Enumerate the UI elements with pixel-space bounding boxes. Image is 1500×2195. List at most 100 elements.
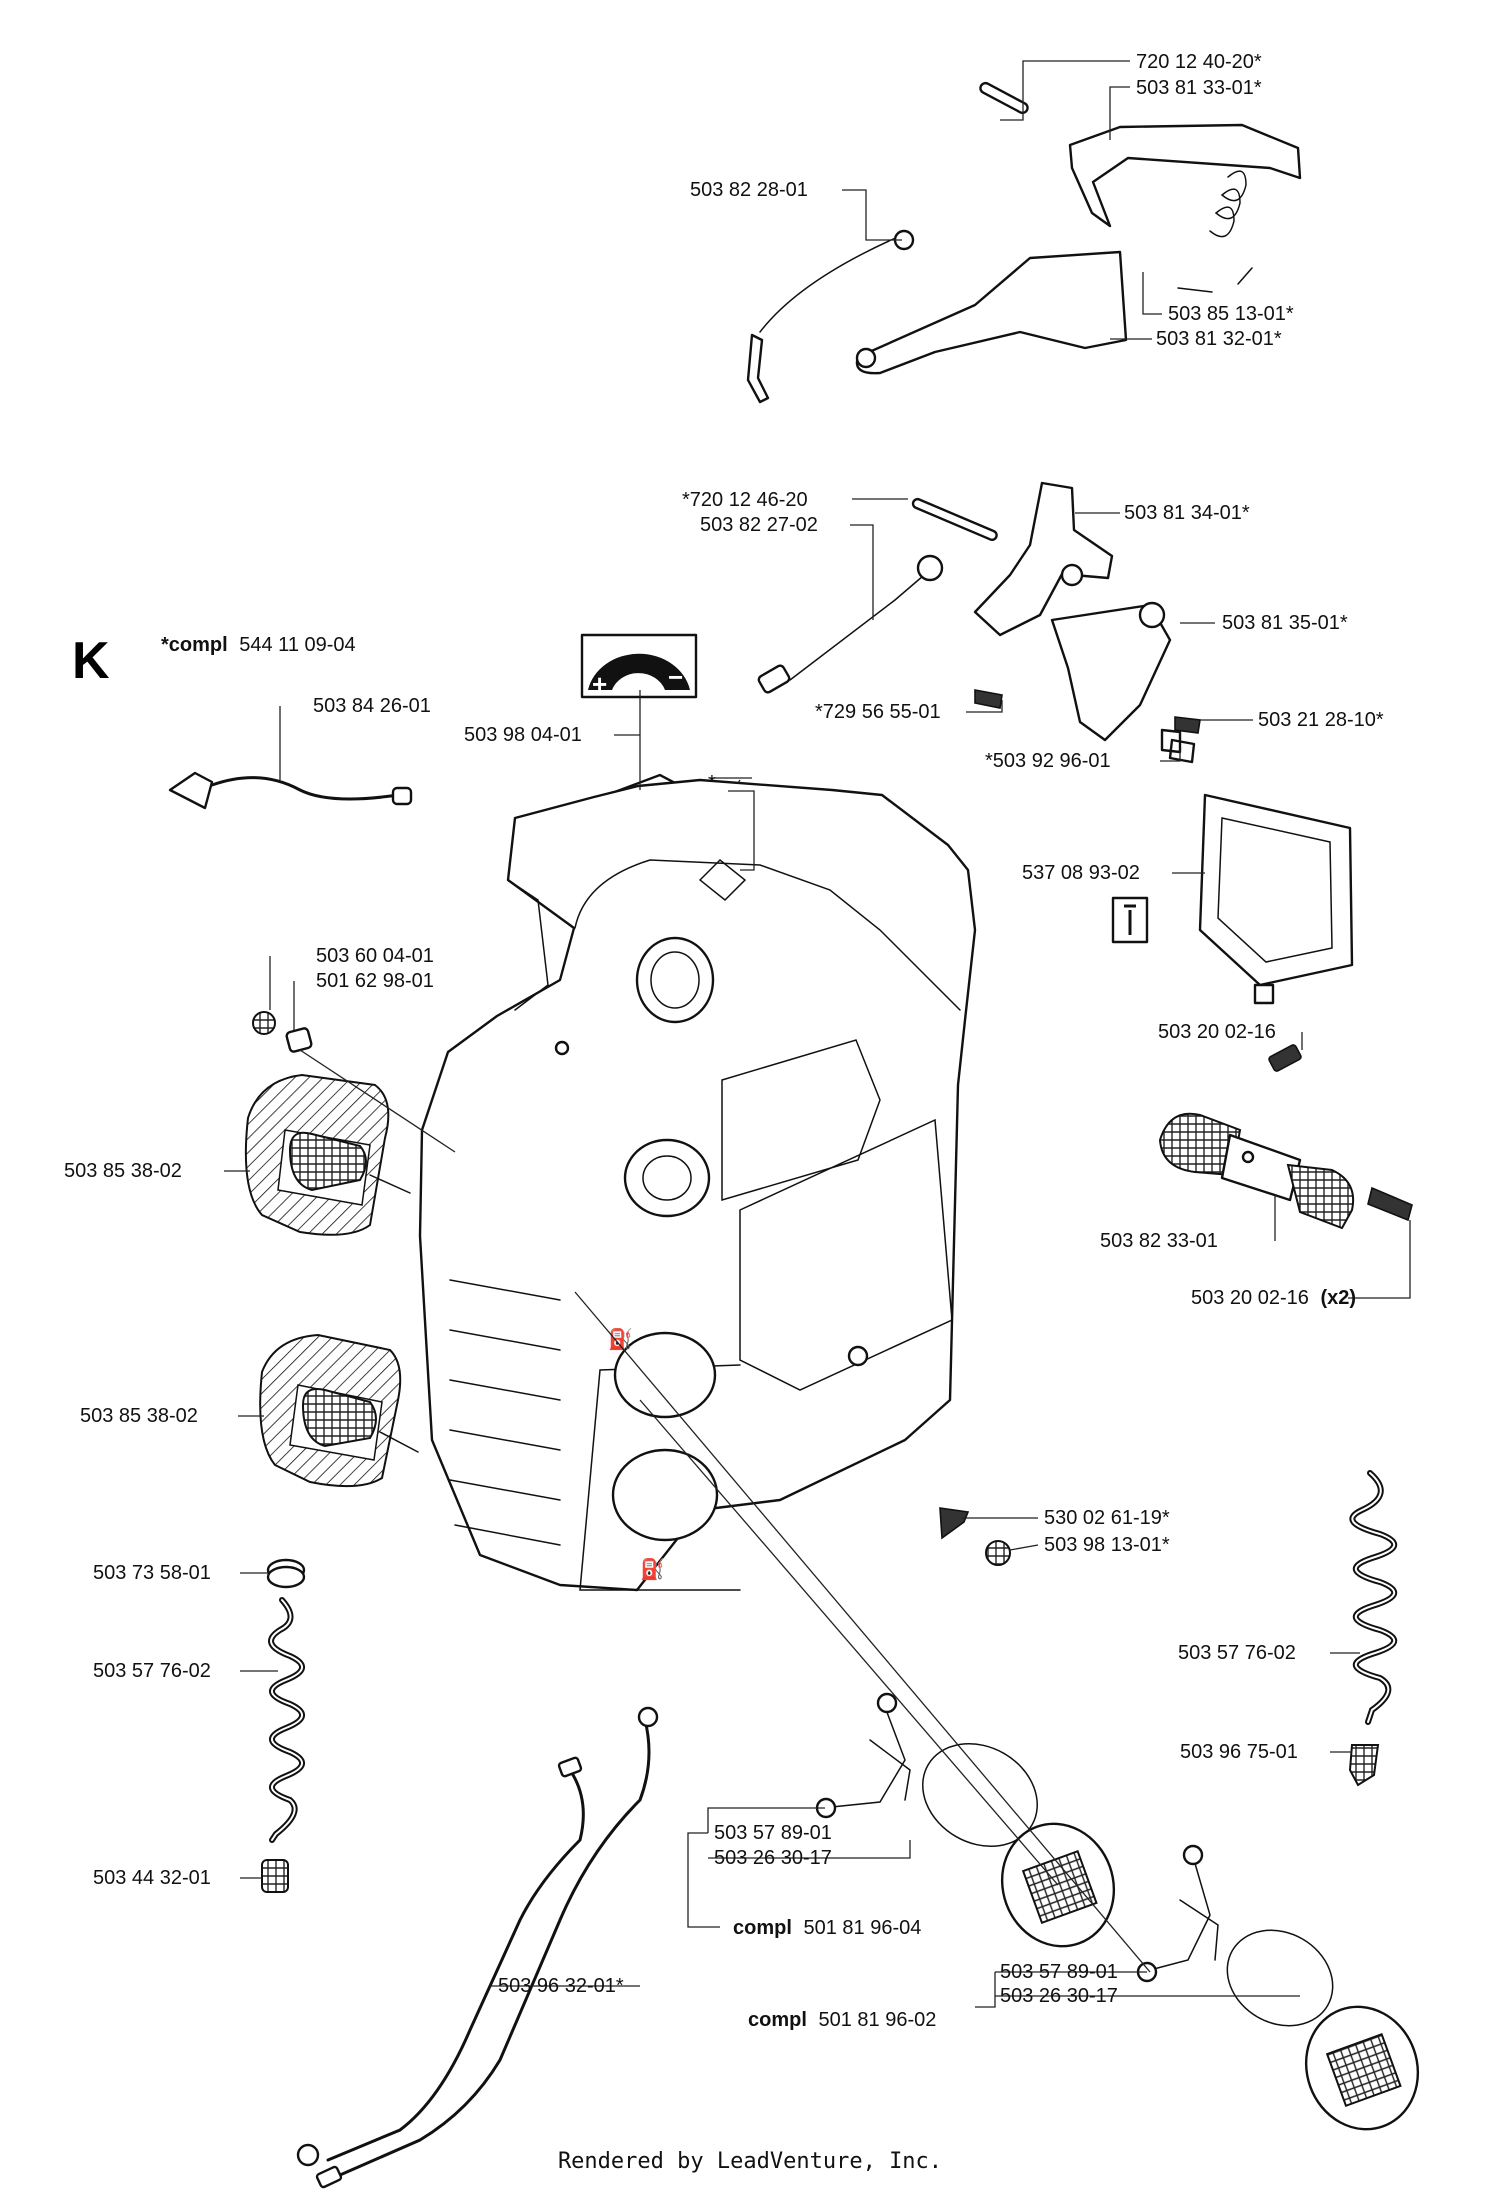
part-label: *729 56 55-01	[815, 701, 941, 723]
leader-line	[1142, 272, 1162, 315]
cable-terminal-part	[168, 771, 214, 810]
tank-screw-part	[939, 1507, 970, 1540]
housing-fins	[449, 1279, 561, 1546]
intake-flange-part	[623, 1138, 711, 1218]
throttle-trigger-part	[855, 250, 1128, 375]
av-damper-right-group	[1158, 1044, 1413, 1230]
part-label: 503 81 34-01*	[1124, 502, 1250, 524]
short-cable-part	[210, 776, 400, 801]
part-label: 503 82 28-01	[690, 179, 808, 201]
oil-filler-hole-part	[611, 1448, 719, 1542]
leader-line	[1009, 1544, 1039, 1551]
plug-part	[1160, 728, 1196, 764]
intake-flange-inner	[642, 1155, 692, 1201]
compl-prefix: compl	[748, 2009, 807, 2031]
leader-line	[1109, 86, 1130, 140]
tank-vent-cover-group	[1111, 793, 1354, 1005]
part-label: 503 84 26-01	[313, 695, 431, 717]
quantity: (x2)	[1320, 1287, 1356, 1309]
housing-tab	[698, 858, 747, 902]
screw-cap-group	[939, 1507, 1011, 1566]
oil-symbol-icon: ⛽	[640, 1557, 665, 1581]
screw-part-a	[974, 689, 1003, 709]
cap-strap-part-b	[1149, 1859, 1211, 1971]
leader-line	[850, 524, 874, 620]
cable-terminal-a	[557, 1756, 583, 1778]
part-label: 503 26 30-17	[714, 1847, 832, 1869]
leader-line	[710, 777, 752, 784]
part-label: 503 21 28-10*	[1258, 709, 1384, 731]
leader-line	[842, 189, 902, 241]
part-label: 503 98 04-01	[464, 724, 582, 746]
part-label: 501 62 98-01	[316, 970, 434, 992]
bushing-part	[285, 1027, 313, 1053]
av-stud-b	[379, 1431, 419, 1453]
av-damper-top-group	[244, 1073, 411, 1236]
pickup-hose-highlight	[270, 1599, 303, 1841]
vent-tab	[1253, 983, 1275, 1005]
part-label: 503 98 13-01*	[1044, 1534, 1170, 1556]
throttle-lockout-part	[1068, 123, 1302, 228]
trigger-pivot	[855, 347, 877, 369]
part-label: 503 85 13-01*	[1168, 303, 1294, 325]
part-label: 503 44 32-01	[93, 1867, 211, 1889]
fuel-filter-part	[261, 1859, 289, 1893]
housing-window	[721, 1039, 881, 1202]
screw-part-b	[1174, 716, 1201, 734]
leader-line	[975, 1972, 996, 2008]
throttle-wire-part	[759, 235, 901, 333]
part-label: 503 57 89-01	[714, 1822, 832, 1844]
long-cable-part-b	[338, 1718, 651, 2177]
leader-line	[1000, 60, 1130, 121]
leader-line	[966, 700, 1003, 713]
leader-line	[707, 1807, 911, 1859]
plus-icon: +	[592, 669, 607, 699]
compl-prefix: compl	[733, 1917, 792, 1939]
leader-line	[293, 981, 456, 1153]
housing-edge	[507, 879, 549, 1011]
cable-ring-terminal-a	[637, 1706, 659, 1728]
choke-rod-part	[789, 569, 931, 681]
part-label: *720 12 46-20	[682, 489, 808, 511]
choke-rod-end	[757, 664, 791, 694]
oil-pickup-right-group	[1348, 1470, 1397, 1787]
part-label: 503 96 32-01*	[498, 1975, 624, 1997]
grommet-part-b	[266, 1565, 306, 1589]
housing-cavity	[739, 1118, 953, 1391]
part-label: 503 57 76-02	[93, 1660, 211, 1682]
part-label: 503 73 58-01	[93, 1562, 211, 1584]
part-label: 503 60 04-01	[316, 945, 434, 967]
long-cable-group	[296, 1706, 659, 2189]
bolt-part-b	[1367, 1186, 1413, 1222]
leader-line	[687, 1832, 720, 1928]
cable-terminal-b	[315, 2165, 343, 2189]
decal-arc-part	[588, 653, 690, 690]
fuel-filler-hole-part	[613, 1331, 717, 1419]
av-block-part	[1220, 1133, 1302, 1202]
part-label: 503 81 32-01*	[1156, 328, 1282, 350]
part-label: 503 85 38-02	[64, 1160, 182, 1182]
part-label: 503 81 35-01*	[1222, 612, 1348, 634]
cap-strap-arm-b	[1179, 1899, 1219, 1961]
housing-port-part	[635, 936, 715, 1024]
part-label: compl 501 81 96-02	[748, 2009, 936, 2031]
part-label: 503 96 75-01	[1180, 1741, 1298, 1763]
fuel-cap-group-b	[1136, 1844, 1420, 2131]
throttle-trigger-group	[746, 81, 1302, 404]
bracket-hole	[1138, 601, 1166, 629]
part-label: *503 92 96-01	[985, 750, 1111, 772]
compl-number: 501 81 96-02	[818, 2009, 936, 2031]
section-letter: K	[72, 632, 110, 690]
footer-credit: Rendered by LeadVenture, Inc.	[558, 2149, 942, 2174]
tank-housing-group: ⛽ ⛽	[418, 778, 977, 1592]
part-label: *	[708, 772, 716, 794]
minus-icon: −	[668, 662, 683, 692]
rubber-cap-part	[252, 1011, 276, 1035]
cap-strap-arm-a	[869, 1739, 911, 1801]
pin-part	[979, 81, 1029, 115]
fuel-cap-grip-b	[1325, 2032, 1402, 2108]
part-label: 503 57 76-02	[1178, 1642, 1296, 1664]
cap-strap-part-a	[821, 1706, 906, 1809]
o-ring-part-b	[1226, 1929, 1334, 2027]
